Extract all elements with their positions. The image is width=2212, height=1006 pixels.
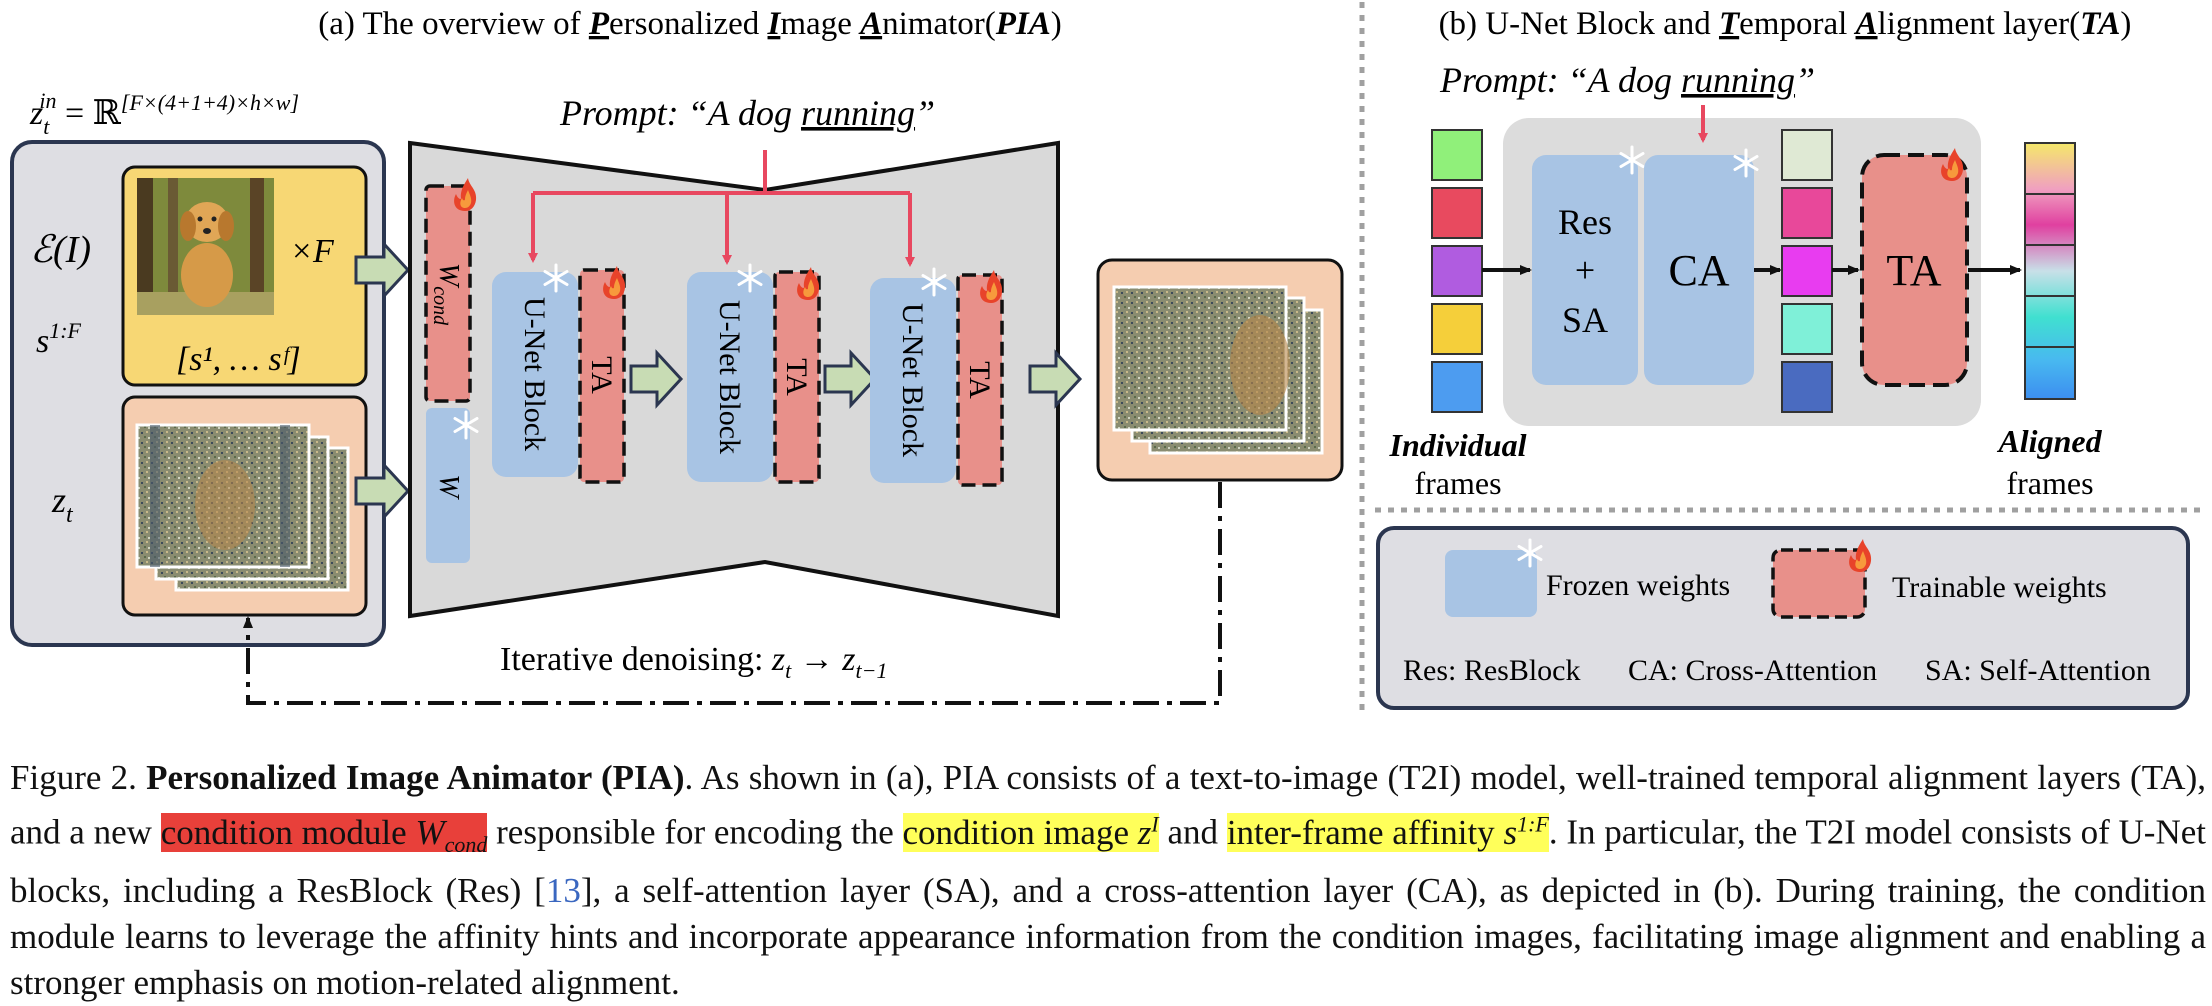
plus-label: + (1575, 250, 1595, 290)
legend-sa-def: SA: Self-Attention (1925, 654, 2151, 687)
svg-text:TA: TA (963, 361, 996, 399)
ta-block-3: TA (956, 270, 1004, 487)
prompt-arrows-a (528, 150, 915, 267)
svg-text:TA: TA (780, 358, 813, 396)
legend-ca-def: CA: Cross-Attention (1628, 654, 1877, 687)
dog-image (137, 178, 274, 315)
ta-block-2: TA (773, 267, 821, 484)
svg-text:TA: TA (585, 356, 618, 394)
output-frames (1112, 285, 1324, 455)
times-f-label: ×F (290, 233, 335, 270)
individual-frame-3 (1431, 245, 1483, 297)
prompt-text-b: Prompt: “A dog running” (1439, 60, 1815, 100)
caption-citation-link[interactable]: 13 (545, 870, 581, 910)
arrow-to-output (1028, 349, 1083, 409)
caption-text-4: . In particular, the T2I model consists … (10, 812, 2206, 910)
caption-fig-label: Figure 2. (10, 758, 147, 797)
zt-label: zt (51, 480, 74, 528)
caption-highlight-condition-module: condition module Wcond (160, 812, 488, 857)
affinity-label: s1:F (36, 318, 82, 360)
intermediate-frame-3 (1781, 245, 1833, 297)
intermediate-frame-2 (1781, 187, 1833, 239)
caption-text-1: . As shown in (a), PIA consists of a tex… (10, 758, 2206, 852)
intermediate-frames (1781, 129, 1833, 413)
individual-frame-5 (1431, 361, 1483, 413)
affinity-list: [s¹, … sᶠ] (176, 341, 301, 378)
legend-trainable-swatch (1771, 548, 1867, 619)
panel-a-title: (a) The overview of Personalized Image A… (318, 6, 1062, 42)
legend-frozen-swatch (1445, 550, 1537, 617)
individual-frames (1431, 129, 1483, 413)
unet-block-2: U-Net Block (687, 263, 773, 482)
individual-frame-4 (1431, 303, 1483, 355)
caption-title: Personalized Image Animator (PIA) (146, 758, 685, 797)
unet-block-1: U-Net Block (492, 263, 578, 477)
caption-text-2: responsible for encoding the (487, 812, 903, 852)
figure-diagram: (a) The overview of Personalized Image A… (10, 2, 2200, 712)
ca-block (1644, 155, 1754, 385)
arrow-latent-to-w (354, 461, 411, 521)
aligned-frames-label: frames (2006, 465, 2093, 501)
svg-text:U-Net Block: U-Net Block (713, 300, 746, 454)
prompt-text-a: Prompt: “A dog running” (559, 93, 935, 133)
res-label: Res (1558, 202, 1612, 242)
intermediate-frame-4 (1781, 303, 1833, 355)
caption-highlight-affinity: inter-frame affinity s1:F (1226, 811, 1549, 852)
ta-label-b: TA (1886, 246, 1941, 295)
aligned-frames (2024, 142, 2076, 400)
ta-block-1: TA (578, 266, 626, 484)
individual-frame-1 (1431, 129, 1483, 181)
wcond-module (424, 184, 472, 403)
wcond-label: Wcond (429, 263, 464, 326)
figure-caption: Figure 2. Personalized Image Animator (P… (10, 755, 2206, 1006)
arrow-block-2-3 (823, 349, 878, 409)
caption-text-3: and (1158, 812, 1227, 852)
iterative-loop-line (243, 482, 1222, 705)
intermediate-frame-5 (1781, 361, 1833, 413)
arrow-condition-to-wcond (354, 240, 411, 300)
individual-frame-2 (1431, 187, 1483, 239)
svg-text:U-Net Block: U-Net Block (518, 297, 551, 451)
panel-b-title: (b) U-Net Block and Temporal Alignment l… (1439, 6, 2132, 42)
latent-input-label: ztin = ℝ[F×(4+1+4)×h×w] (29, 88, 299, 139)
intermediate-frame-1 (1781, 129, 1833, 181)
w-module (426, 408, 470, 563)
legend-res-def: Res: ResBlock (1403, 654, 1581, 687)
caption-text-5: ], a self-attention layer (SA), and a cr… (10, 870, 2206, 1002)
sa-label: SA (1562, 300, 1608, 340)
svg-text:U-Net Block: U-Net Block (896, 303, 929, 457)
iterative-label: Iterative denoising: zt → zt−1 (500, 641, 887, 683)
w-label: W (433, 474, 464, 500)
individual-frames-label: frames (1414, 465, 1501, 501)
noisy-frames (135, 423, 350, 592)
ta-block-b (1860, 153, 1969, 387)
individual-label: Individual (1389, 427, 1527, 463)
res-sa-block (1532, 155, 1638, 385)
caption-highlight-condition-image: condition image zI (902, 811, 1159, 852)
unet-block-3: U-Net Block (870, 267, 956, 483)
arrow-block-1-2 (629, 349, 684, 409)
aligned-label: Aligned (1996, 423, 2102, 459)
legend-trainable-label: Trainable weights (1892, 571, 2107, 604)
encoder-label: ℰ(I) (30, 229, 91, 271)
ca-label: CA (1668, 246, 1729, 295)
legend-frozen-label: Frozen weights (1546, 569, 1730, 602)
